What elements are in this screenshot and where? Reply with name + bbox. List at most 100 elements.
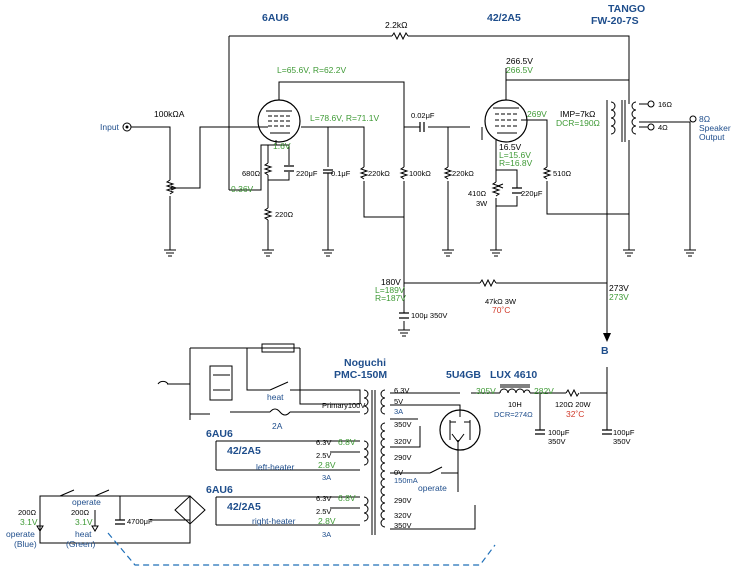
ac-plug-icon xyxy=(157,374,230,391)
h63-label: 6.3V xyxy=(316,438,331,447)
r120-label: 120Ω 20W xyxy=(555,400,592,409)
right-heater-label: right-heater xyxy=(252,516,296,526)
h25b-label: 2.5V xyxy=(316,507,331,516)
c100a-label: 100μF xyxy=(548,428,570,437)
r410-watt: 3W xyxy=(476,199,488,208)
rect-tube-label: 5U4GB xyxy=(446,369,481,381)
b180-r: R=187V xyxy=(375,293,406,303)
r220k2-label: 220kΩ xyxy=(452,169,474,178)
ptx-320b: 320V xyxy=(394,511,412,520)
v2-cathode-r: R=16.8V xyxy=(499,158,533,168)
otx-dcr: DCR=190Ω xyxy=(556,118,600,128)
power-capacitors xyxy=(115,429,612,525)
c100b-label: 100μF xyxy=(613,428,635,437)
v1-plate-voltage: L=65.6V, R=62.2V xyxy=(277,65,346,75)
c002-label: 0.02μF xyxy=(411,111,435,120)
v1-cathode-voltage: 1.6V xyxy=(273,141,291,151)
switch-link-dashed xyxy=(107,532,496,566)
temp-70: 70˚C xyxy=(492,305,510,315)
v31a-label: 3.1V xyxy=(20,517,38,527)
r47k-label: 47kΩ 3W xyxy=(485,297,517,306)
r200a-label: 200Ω xyxy=(18,508,37,517)
output-transformer-icon xyxy=(606,100,637,142)
h28-label: 2.8V xyxy=(318,460,336,470)
bridge-rectifier-icon xyxy=(174,495,206,525)
ptx-150ma: 150mA xyxy=(394,476,418,485)
tap-4: 4Ω xyxy=(658,123,668,132)
power-transformer-icon xyxy=(363,389,386,535)
ptx-63: 6.3V xyxy=(394,386,409,395)
v2-cathode-voltage: 16.5V xyxy=(499,142,522,152)
b273-a: 273V xyxy=(609,283,629,293)
v305: 305V xyxy=(476,386,496,396)
tube-v1-label: 6AU6 xyxy=(262,12,289,24)
switch-icons xyxy=(59,381,443,497)
ptx-350b: 350V xyxy=(394,521,412,530)
fuse-label: 2A xyxy=(272,421,283,431)
ptx-0v: 0V xyxy=(394,468,403,477)
led-icons xyxy=(36,510,99,532)
h25-label: 2.5V xyxy=(316,451,331,460)
v1-screen-voltage: L=78.6V, R=71.1V xyxy=(310,113,379,123)
r220k-label: 220kΩ xyxy=(368,169,390,178)
h68-label: 6.8V xyxy=(338,437,356,447)
r510-label: 510Ω xyxy=(553,169,572,178)
amp-resistors xyxy=(263,162,552,288)
primary-label: Primary100V xyxy=(322,401,365,410)
h3ab-label: 3A xyxy=(322,530,331,539)
choke-icon xyxy=(499,384,531,394)
heater-6au6-b: 6AU6 xyxy=(206,484,233,496)
c100-label: 100μ 350V xyxy=(411,311,447,320)
output-terminals-icon xyxy=(647,100,697,131)
tap-8: 8Ω xyxy=(699,114,710,124)
tap-16: 16Ω xyxy=(658,100,672,109)
c100b-volt: 350V xyxy=(613,437,631,446)
amp-wiring xyxy=(131,31,691,342)
operate-link-label: operate xyxy=(72,497,101,507)
ptx-brand: Noguchi xyxy=(344,357,386,369)
input-jack-icon xyxy=(122,122,132,132)
c4700-label: 4700μF xyxy=(127,517,153,526)
led-green-label: (Green) xyxy=(66,539,95,549)
ptx-350a: 350V xyxy=(394,420,412,429)
r100k-label: 100kΩ xyxy=(409,169,431,178)
resistor-120-icon xyxy=(565,388,580,398)
ptx-320a: 320V xyxy=(394,437,412,446)
v282: 282V xyxy=(534,386,554,396)
b-label: B xyxy=(601,345,609,357)
r220-label: 220Ω xyxy=(275,210,294,219)
speaker-label: Speaker xyxy=(699,123,731,133)
led-heat-label: heat xyxy=(75,529,92,539)
led-operate-label: operate xyxy=(6,529,35,539)
left-heater-label: left-heater xyxy=(256,462,294,472)
h28b-label: 2.8V xyxy=(318,516,336,526)
heater-6au6-a: 6AU6 xyxy=(206,428,233,440)
b180-label: 180V xyxy=(381,277,401,287)
c01-label: 0.1μF xyxy=(331,169,351,178)
v31b-label: 3.1V xyxy=(75,517,93,527)
heat-switch-label: heat xyxy=(267,392,284,402)
temp-32: 32˚C xyxy=(566,409,584,419)
ptx-290b: 290V xyxy=(394,496,412,505)
output-label: Output xyxy=(699,132,725,142)
otx-brand: TANGO xyxy=(608,3,645,15)
v2-b-voltage: 266.5V xyxy=(506,56,533,66)
h68b-label: 6.8V xyxy=(338,493,356,503)
heater-42-a: 42/2A5 xyxy=(227,445,261,457)
led-blue-label: (Blue) xyxy=(14,539,37,549)
choke-h: 10H xyxy=(508,400,522,409)
c220b-label: 220μF xyxy=(521,189,543,198)
r680-label: 680Ω xyxy=(242,169,261,178)
otx-imp: IMP=7kΩ xyxy=(560,109,595,119)
ptx-5v: 5V xyxy=(394,397,403,406)
ptx-model: PMC-150M xyxy=(334,369,387,381)
operate-switch-label: operate xyxy=(418,483,447,493)
tube-v2-label: 42/2A5 xyxy=(487,12,521,24)
h3a-label: 3A xyxy=(322,473,331,482)
amp-capacitors xyxy=(284,122,522,319)
lux-label: LUX 4610 xyxy=(490,369,537,381)
tube-42-2a5-icon xyxy=(484,99,528,143)
pot-label: 100kΩA xyxy=(154,109,185,119)
v1-grid-voltage: 0.36V xyxy=(231,184,254,194)
